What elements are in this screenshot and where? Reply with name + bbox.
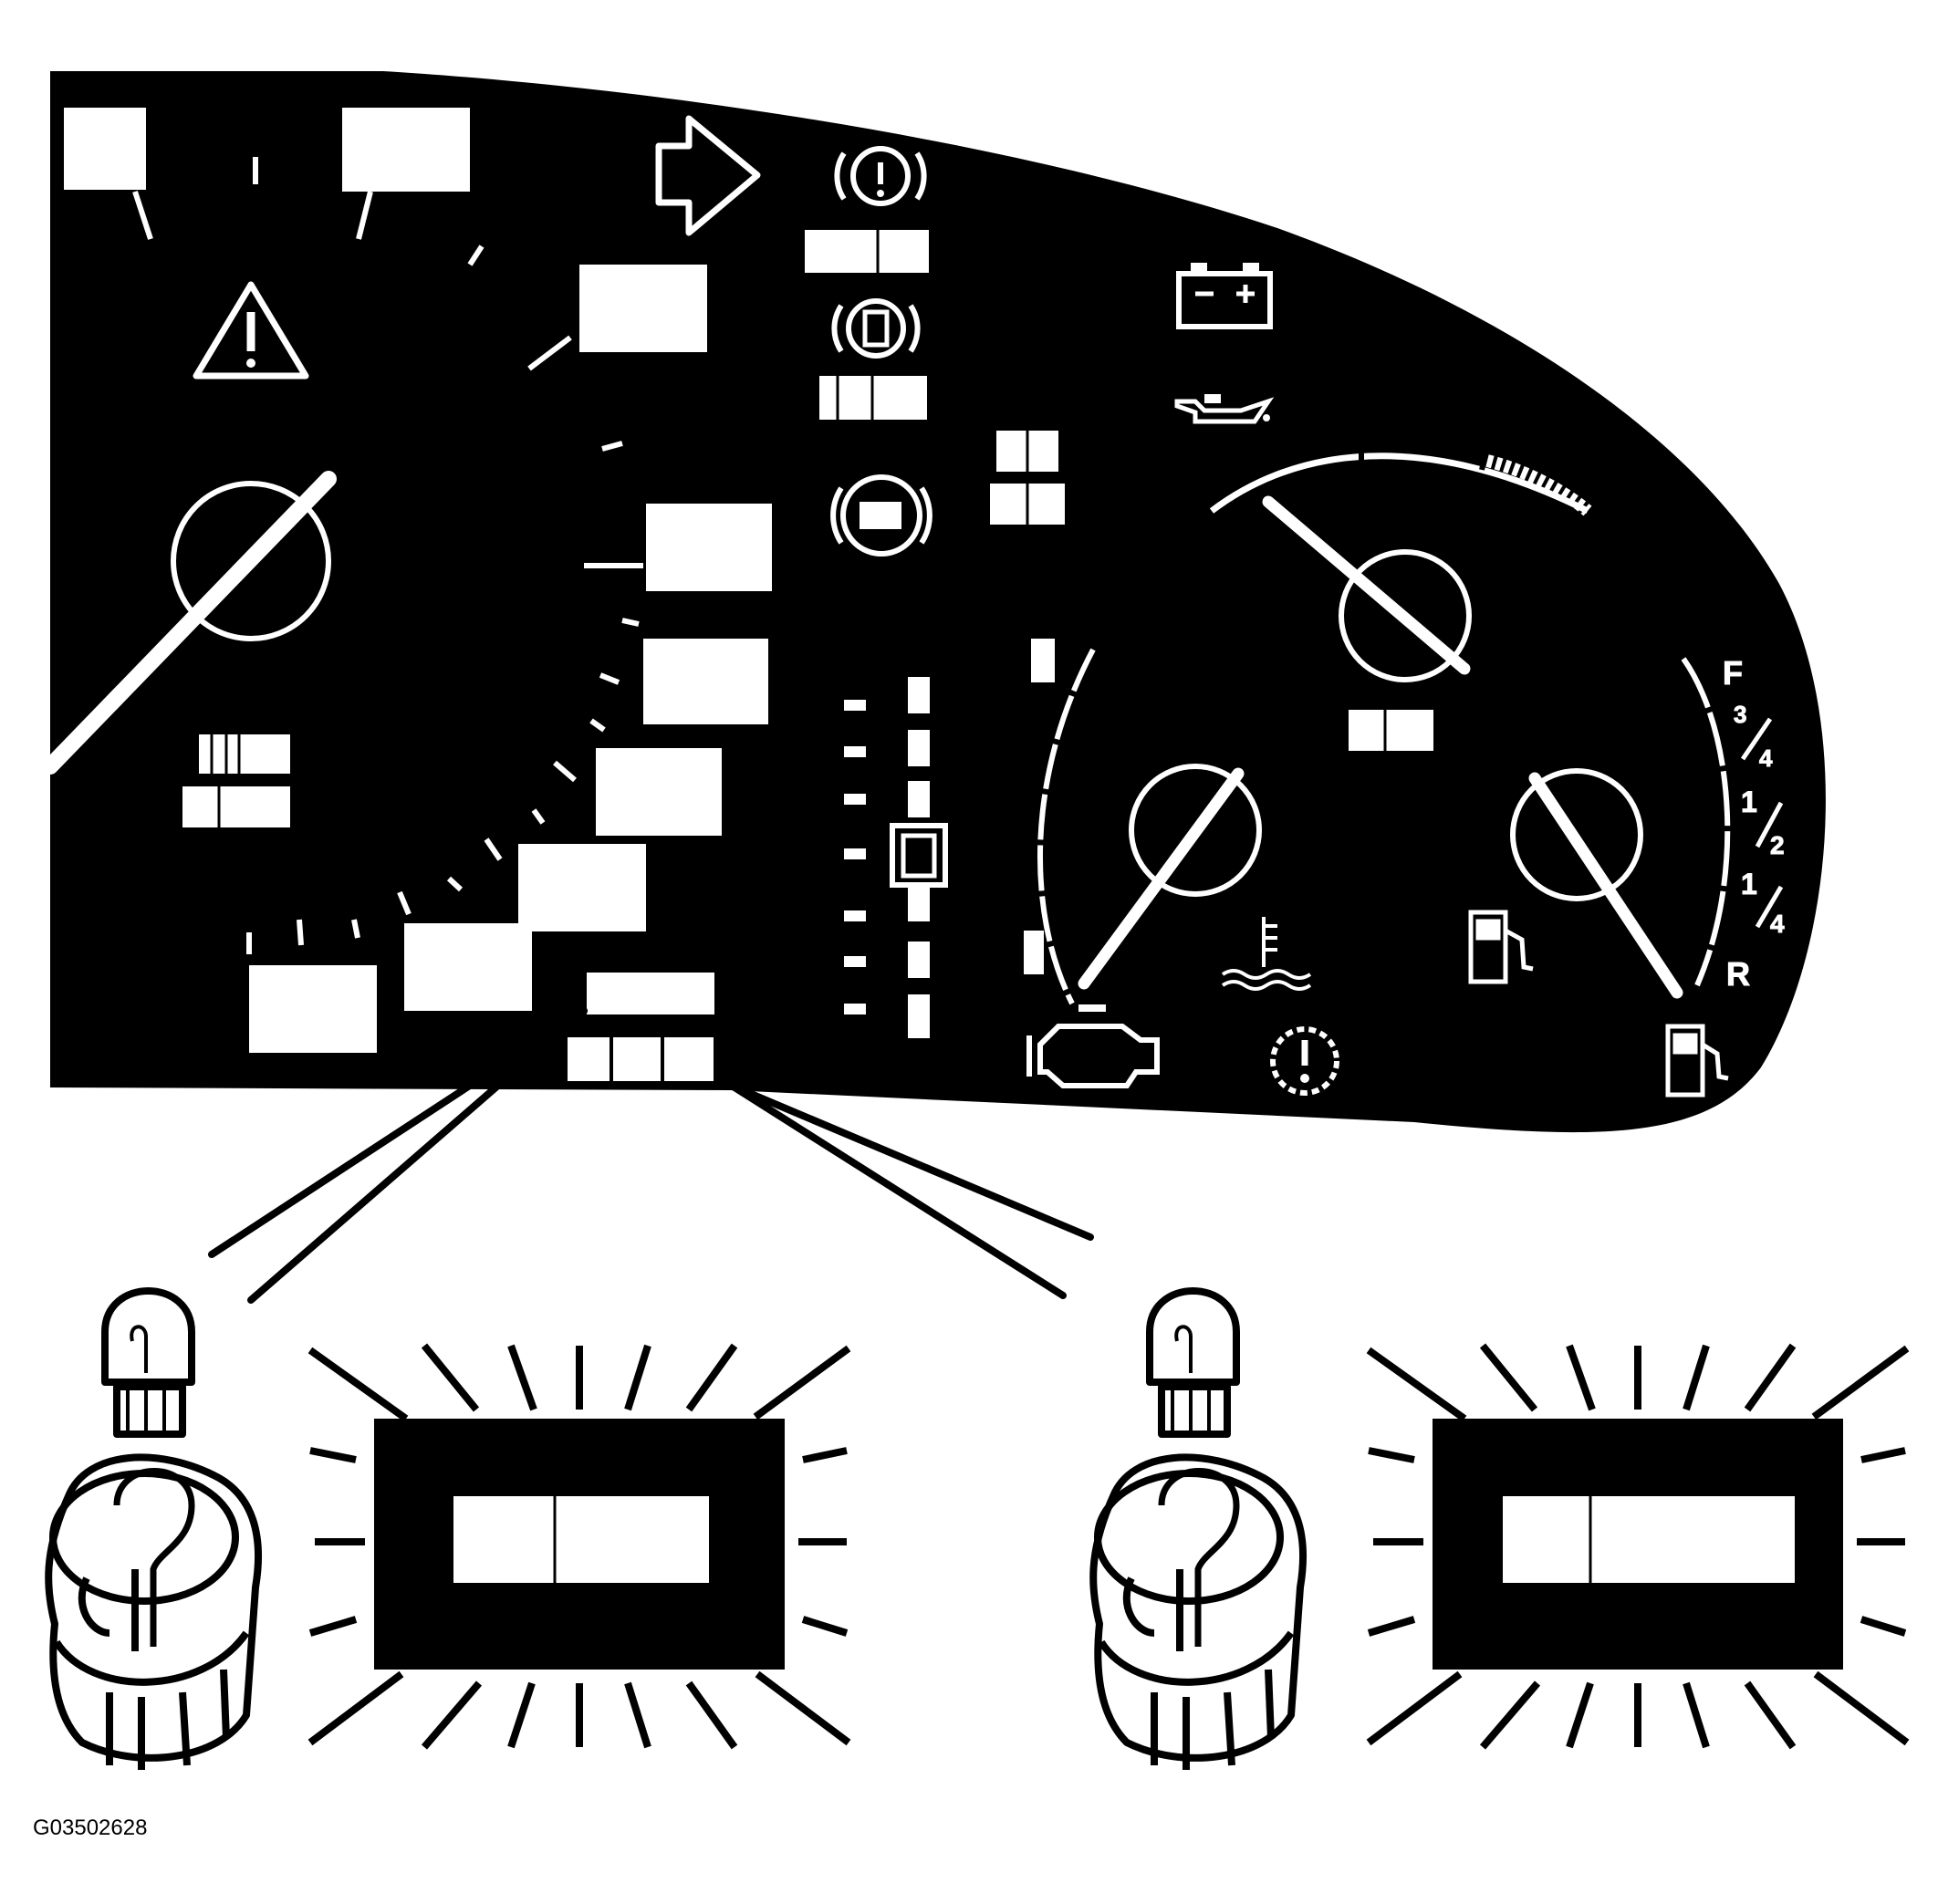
panel-silhouette <box>50 71 1826 1133</box>
transmission-warning-icon <box>1270 1026 1339 1096</box>
fuel-reserve-label: R <box>1726 955 1750 993</box>
bulb-socket-icon <box>45 1453 262 1770</box>
fuel-three-quarter-numerator: 3 <box>1734 701 1746 728</box>
bulb-group-left <box>45 1287 262 1770</box>
coolant-temperature-icon <box>1221 917 1312 991</box>
bulb-group-right <box>1089 1287 1307 1770</box>
right-gauge-area: F 3 4 1 2 1 4 R <box>1024 263 1786 1098</box>
battery-icon <box>1176 263 1273 329</box>
park-brake-icon <box>831 298 921 359</box>
fuel-half-numerator: 1 <box>1741 786 1757 818</box>
warning-triangle-icon <box>193 281 309 380</box>
callout-lines <box>208 1007 1094 1304</box>
bulb-socket-icon <box>1089 1453 1307 1770</box>
oil-pressure-icon <box>1174 394 1275 424</box>
bulb-icon <box>1146 1287 1240 1438</box>
fuel-three-quarter-denominator: 4 <box>1759 744 1773 772</box>
label-box <box>64 108 146 190</box>
tachometer-hub <box>1339 549 1472 682</box>
fuel-half-denominator: 2 <box>1770 831 1785 859</box>
abs-icon <box>830 474 933 557</box>
tachometer-needle <box>1262 495 1471 675</box>
lit-indicator-right <box>1366 1343 1910 1750</box>
temperature-arc <box>1037 648 1096 1005</box>
level-indicator <box>844 677 930 1038</box>
temperature-hub <box>1129 764 1262 897</box>
fuel-full-label: F <box>1723 654 1743 692</box>
check-engine-icon <box>1026 1004 1160 1088</box>
fuel-hub <box>1510 768 1643 901</box>
fuel-quarter-numerator: 1 <box>1741 868 1757 900</box>
speed-ticks <box>246 441 643 954</box>
instrument-panel <box>50 71 1826 1133</box>
label-box <box>342 108 470 192</box>
bulb-icon <box>101 1287 195 1438</box>
left-gauge-area <box>42 108 772 1053</box>
speedometer-needle <box>42 471 337 775</box>
unit-blocks <box>182 734 290 827</box>
speed-label-boxes <box>249 265 772 1053</box>
fuel-pump-icon <box>1468 910 1534 984</box>
temperature-needle <box>1078 767 1245 990</box>
lit-indicator-left <box>307 1343 851 1750</box>
figure-id: G03502628 <box>33 1816 148 1840</box>
brake-warning-icon <box>834 146 927 206</box>
level-indicator-marker <box>890 823 948 888</box>
turn-signal-arrow-icon <box>655 115 761 236</box>
center-warning-lights <box>568 115 1065 1081</box>
fuel-needle <box>1528 772 1683 999</box>
fuel-pump-icon <box>1665 1024 1729 1098</box>
fuel-arc <box>1681 657 1731 987</box>
tachometer-arc <box>1209 453 1589 515</box>
speedometer-hub <box>171 481 331 641</box>
fuel-quarter-denominator: 4 <box>1770 910 1785 938</box>
